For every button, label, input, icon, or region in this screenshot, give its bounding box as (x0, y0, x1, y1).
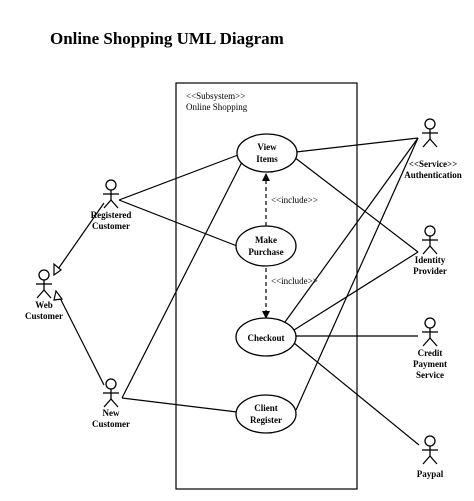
stick-figure-icon (422, 317, 438, 347)
use-case-client-register[interactable]: Client Register (235, 394, 297, 434)
use-case-view-items[interactable]: View Items (236, 133, 298, 173)
generalization-arrowhead (53, 289, 64, 301)
stick-figure-icon (103, 179, 119, 209)
use-case-checkout[interactable]: Checkout (235, 317, 297, 357)
assoc-checkout-auth (284, 137, 419, 323)
stick-figure-icon (422, 225, 438, 255)
assoc-checkout-paypal (293, 342, 420, 446)
actor-label-line: Credit (418, 348, 443, 358)
actor-authentication-service[interactable]: <<Service>> Authentication (404, 118, 462, 180)
generalization-new-web (57, 293, 105, 386)
generalization-arrowhead (53, 262, 62, 277)
use-case-make-purchase[interactable]: Make Purchase (235, 225, 297, 267)
assoc-registered-makepurchase (118, 199, 238, 247)
assoc-new-clientregister (121, 397, 238, 413)
subsystem-stereotype: <<Subsystem>> (186, 91, 245, 101)
use-case-ellipse[interactable] (235, 317, 297, 357)
actor-label-line: Service (416, 370, 444, 380)
stick-figure-icon (422, 435, 438, 465)
subsystem-name: Online Shopping (186, 102, 248, 112)
generalizations (53, 202, 105, 386)
actor-label-line: Identity (415, 255, 446, 265)
stick-figure-icon (103, 378, 119, 408)
use-case-label-line: Items (256, 154, 278, 164)
use-case-label-line: Register (250, 415, 282, 425)
actor-label-line: <<Service>> (409, 159, 458, 169)
stick-figure-icon (36, 269, 52, 299)
assoc-checkout-identity (293, 251, 419, 331)
actor-credit-payment-service[interactable]: Credit Payment Service (413, 317, 447, 380)
include-label: <<include>> (271, 276, 318, 286)
generalization-registered-web (55, 202, 105, 273)
assoc-viewitems-auth (295, 137, 419, 153)
use-case-label-line: View (257, 142, 277, 152)
use-case-label-line: Client (254, 403, 278, 413)
use-case-ellipse[interactable] (236, 133, 298, 173)
assoc-viewitems-identity (293, 156, 419, 253)
include-dependencies: <<include>> <<include>> (262, 173, 318, 319)
actor-identity-provider[interactable]: Identity Provider (413, 225, 447, 276)
actor-new-customer[interactable]: New Customer (92, 378, 130, 429)
assoc-clientregister-auth (295, 137, 419, 411)
subsystem-boundary (175, 82, 358, 490)
diagram-title: Online Shopping UML Diagram (50, 29, 284, 48)
actor-label-line: Customer (92, 419, 130, 429)
stick-figure-icon (422, 118, 438, 148)
use-case-label-line: Purchase (248, 247, 283, 257)
actor-web-customer[interactable]: Web Customer (25, 269, 63, 321)
actor-label-line: Authentication (404, 170, 462, 180)
use-case-ellipse[interactable] (235, 225, 297, 267)
actor-label-line: Web (35, 300, 53, 310)
actor-label-line: Payment (413, 359, 447, 369)
assoc-new-viewitems (121, 161, 243, 399)
include-label: <<include>> (271, 195, 318, 205)
actor-label-line: New (103, 408, 120, 418)
use-case-ellipse[interactable] (235, 394, 297, 434)
actor-paypal[interactable]: Paypal (417, 435, 444, 479)
assoc-registered-viewitems (118, 154, 239, 201)
actor-label-line: Customer (92, 221, 130, 231)
actor-label-line: Registered (91, 210, 132, 220)
use-case-label-line: Make (255, 235, 277, 245)
actor-label-line: Customer (25, 311, 63, 321)
associations (118, 137, 420, 446)
actor-registered-customer[interactable]: Registered Customer (91, 179, 132, 231)
actor-label-line: Provider (413, 266, 447, 276)
use-case-label-line: Checkout (247, 333, 284, 343)
actor-label-line: Paypal (417, 469, 444, 479)
